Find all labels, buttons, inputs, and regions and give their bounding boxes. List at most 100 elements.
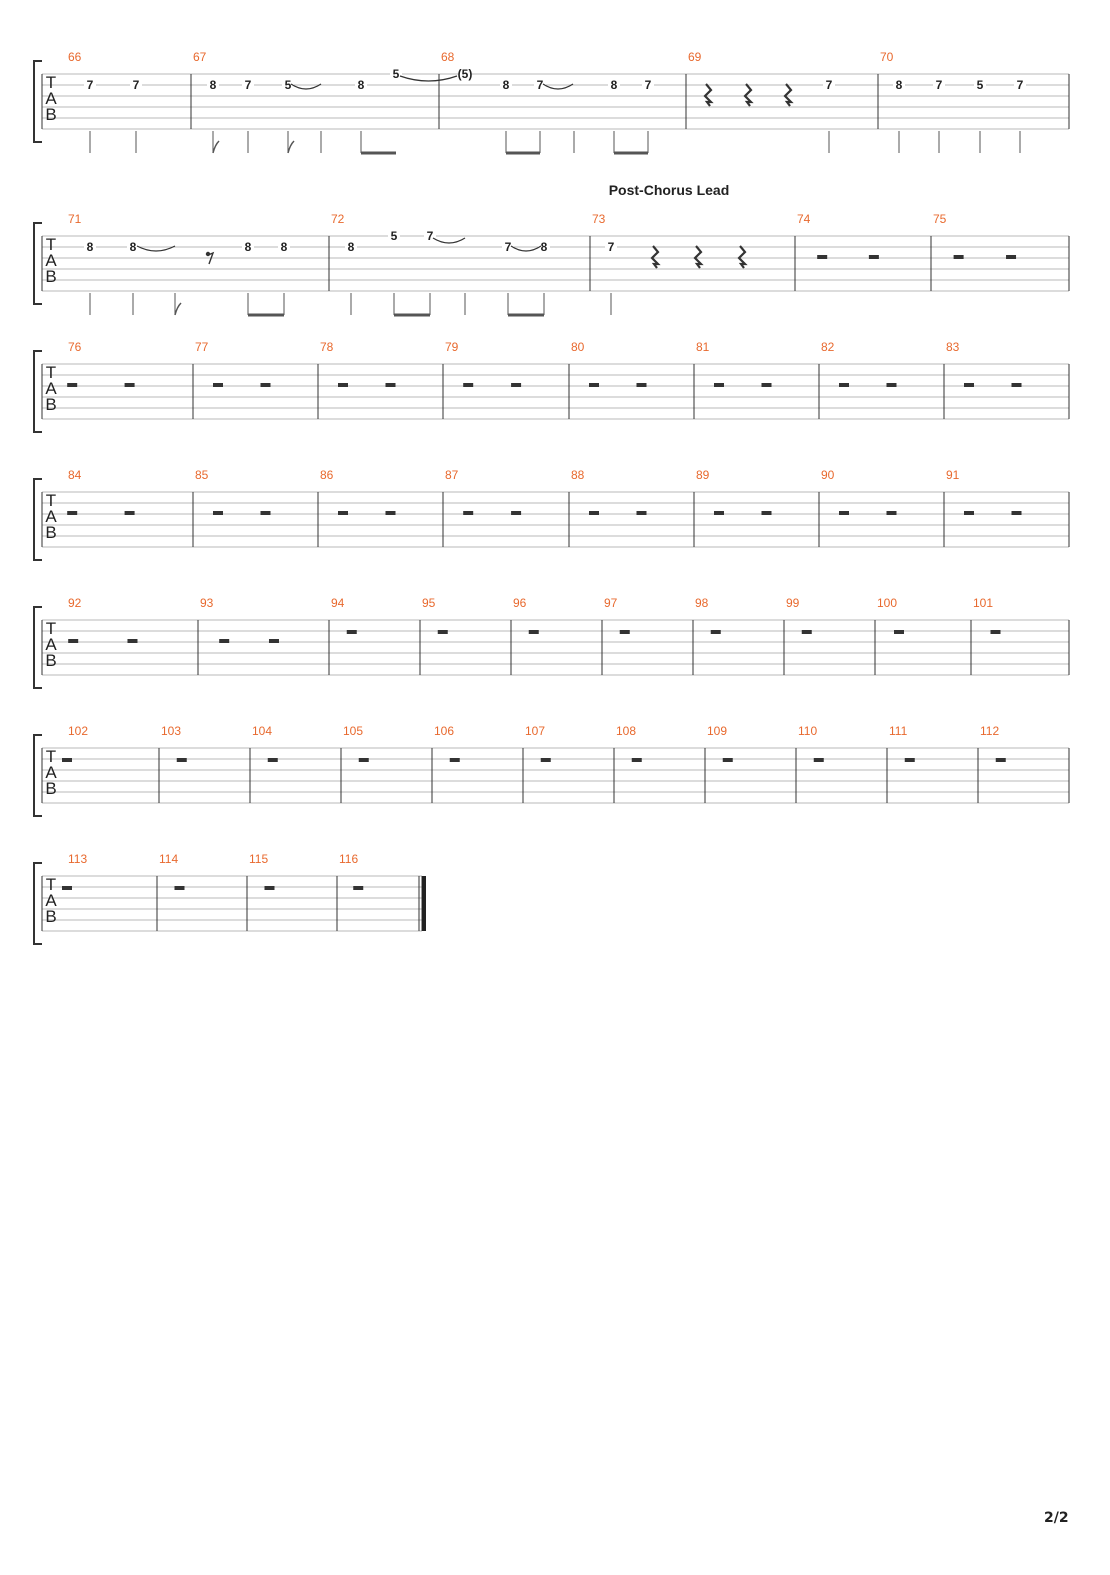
note-flag xyxy=(287,140,295,154)
tab-clef-letter: A xyxy=(45,251,57,270)
tab-clef-letter: T xyxy=(46,747,56,766)
tab-system xyxy=(33,862,426,945)
half-rest xyxy=(67,383,78,387)
fret-mask xyxy=(278,241,290,253)
half-rest xyxy=(511,383,522,387)
measure-number: 89 xyxy=(696,468,710,482)
quarter-rest xyxy=(737,245,748,269)
fret-mask xyxy=(823,79,835,91)
half-rest xyxy=(124,511,135,515)
system-bracket xyxy=(33,222,42,305)
tab-clef-letter: A xyxy=(45,507,57,526)
quarter-rest xyxy=(743,83,754,107)
measure-number: 99 xyxy=(786,596,800,610)
measure-number: 92 xyxy=(68,596,82,610)
measure-number: 95 xyxy=(422,596,436,610)
half-rest xyxy=(268,639,279,643)
fret-number: 7 xyxy=(505,240,512,254)
measure-number: 82 xyxy=(821,340,835,354)
tab-system xyxy=(33,734,1070,817)
whole-rest xyxy=(176,758,187,762)
fret-number: 7 xyxy=(133,78,140,92)
fret-number: 8 xyxy=(210,78,217,92)
final-barline xyxy=(422,876,426,931)
fret-number: 7 xyxy=(645,78,652,92)
tab-clef-letter: A xyxy=(45,379,57,398)
measure-number: 90 xyxy=(821,468,835,482)
half-rest xyxy=(338,511,348,515)
whole-rest xyxy=(267,758,278,762)
measure-number: 101 xyxy=(973,596,993,610)
half-rest xyxy=(213,383,223,387)
measure-number: 113 xyxy=(68,852,87,866)
measure-number: 71 xyxy=(68,212,82,226)
whole-rest xyxy=(801,630,812,634)
whole-rest xyxy=(631,758,642,762)
tie-arc xyxy=(290,83,322,90)
system-bracket xyxy=(33,862,42,945)
eighth-rest xyxy=(207,251,215,265)
fret-mask xyxy=(502,241,514,253)
measure-number: 66 xyxy=(68,50,82,64)
half-rest xyxy=(589,383,599,387)
whole-rest xyxy=(710,630,721,634)
tab-clef-letter: B xyxy=(45,523,56,542)
fret-number: 8 xyxy=(896,78,903,92)
quarter-rest xyxy=(703,83,714,107)
half-rest xyxy=(761,511,772,515)
half-rest xyxy=(839,383,849,387)
tab-clef-letter: T xyxy=(46,235,56,254)
half-rest xyxy=(714,383,724,387)
fret-number: 8 xyxy=(358,78,365,92)
fret-number: 7 xyxy=(936,78,943,92)
tab-system xyxy=(33,350,1070,433)
system-bracket xyxy=(33,606,42,689)
half-rest xyxy=(219,639,230,643)
measure-number: 84 xyxy=(68,468,82,482)
tab-clef-letter: T xyxy=(46,73,56,92)
half-rest xyxy=(1011,511,1022,515)
measure-number: 114 xyxy=(159,852,178,866)
fret-mask xyxy=(459,68,471,80)
measure-number: 88 xyxy=(571,468,585,482)
half-rest xyxy=(636,511,647,515)
whole-rest xyxy=(540,758,551,762)
measure-number: 69 xyxy=(688,50,702,64)
half-rest xyxy=(839,511,849,515)
system-bracket xyxy=(33,734,42,817)
fret-mask xyxy=(355,79,367,91)
quarter-rest xyxy=(650,245,661,269)
fret-mask xyxy=(642,79,654,91)
page-number: 2/2 xyxy=(1044,1510,1069,1526)
measure-number: 72 xyxy=(331,212,345,226)
measure-number: 80 xyxy=(571,340,585,354)
whole-rest xyxy=(722,758,733,762)
fret-mask xyxy=(500,79,512,91)
fret-mask xyxy=(390,68,402,80)
fret-number: 8 xyxy=(611,78,618,92)
half-rest xyxy=(124,383,135,387)
tab-clef-letter: B xyxy=(45,395,56,414)
whole-rest xyxy=(990,630,1001,634)
measure-number: 70 xyxy=(880,50,894,64)
half-rest xyxy=(127,639,138,643)
measure-number: 104 xyxy=(252,724,272,738)
tie-arc xyxy=(510,245,542,252)
tab-clef-letter: A xyxy=(45,635,57,654)
fret-mask xyxy=(207,79,219,91)
measure-number: 116 xyxy=(339,852,358,866)
half-rest xyxy=(953,255,964,259)
half-rest xyxy=(385,511,396,515)
measure-number: 96 xyxy=(513,596,527,610)
half-rest xyxy=(964,383,974,387)
fret-number: 8 xyxy=(130,240,137,254)
half-rest xyxy=(589,511,599,515)
tab-system xyxy=(33,222,1070,315)
fret-number: 8 xyxy=(348,240,355,254)
tab-clef-letter: T xyxy=(46,619,56,638)
fret-mask xyxy=(605,241,617,253)
whole-rest xyxy=(62,886,72,890)
measure-number: 77 xyxy=(195,340,209,354)
fret-mask xyxy=(974,79,986,91)
